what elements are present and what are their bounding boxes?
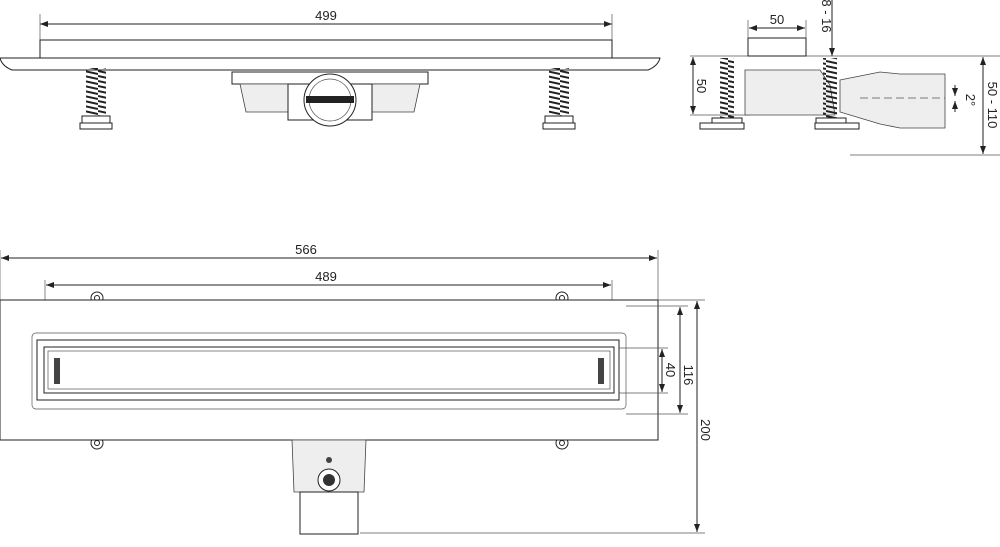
right-leg xyxy=(542,68,576,130)
body-profile xyxy=(744,69,836,116)
plan-view: 566 489 40 116 200 xyxy=(0,242,713,535)
outlet-elbow xyxy=(839,71,946,129)
channel xyxy=(36,339,620,401)
grate-adjust-label: 8 - 16 xyxy=(819,0,834,33)
channel-length-label: 489 xyxy=(315,269,337,284)
siphon-body xyxy=(231,71,429,127)
channel-width-label: 116 xyxy=(681,365,696,386)
side-view: 50 8 - 16 50 2° 50 - 110 xyxy=(690,0,1000,156)
grate xyxy=(43,346,615,394)
grate-width-label: 40 xyxy=(663,363,678,377)
flange xyxy=(0,57,661,71)
grate-plate xyxy=(39,39,613,59)
front-view: 499 xyxy=(0,8,661,130)
total-height-label: 50 - 110 xyxy=(985,82,1000,129)
overall-width-label: 200 xyxy=(698,419,713,441)
outlet-top xyxy=(747,37,807,57)
left-leg xyxy=(79,68,113,130)
slope-label: 2° xyxy=(963,94,978,106)
outlet xyxy=(291,439,367,535)
overall-length-label: 566 xyxy=(295,242,317,257)
body-height-label: 50 xyxy=(694,79,709,93)
outlet-width-label: 50 xyxy=(770,12,784,27)
width-dimension-label: 499 xyxy=(315,8,337,23)
